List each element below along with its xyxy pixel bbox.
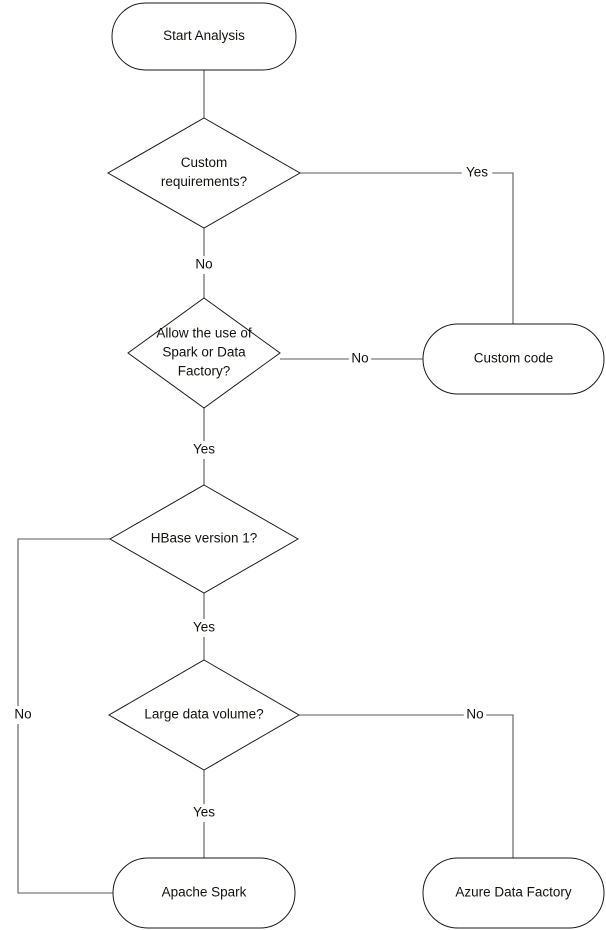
node-apache-spark[interactable]: Apache Spark bbox=[112, 857, 296, 929]
node-label: Custom code bbox=[474, 351, 554, 366]
node-large-data-volume[interactable]: Large data volume? bbox=[108, 659, 300, 771]
node-label: Large data volume? bbox=[144, 707, 263, 722]
edge-label-backdrop bbox=[461, 164, 493, 182]
edge-label-backdrop bbox=[188, 619, 220, 637]
edge-label-text: No bbox=[351, 351, 368, 366]
diamond-shape[interactable] bbox=[106, 117, 302, 229]
node-custom-requirements[interactable]: Custom requirements? bbox=[106, 117, 302, 229]
node-label: Spark or Data bbox=[162, 345, 246, 360]
node-azure-data-factory[interactable]: Azure Data Factory bbox=[422, 857, 605, 929]
node-hbase-version-1[interactable]: HBase version 1? bbox=[108, 484, 300, 594]
edge-line bbox=[299, 714, 514, 858]
node-label: Custom bbox=[181, 155, 228, 170]
edge-label-backdrop bbox=[348, 350, 372, 368]
edge-label-custom-requirements-yes-to-custom-code: Yes bbox=[461, 164, 493, 182]
rounded-rectangle-shape[interactable] bbox=[422, 323, 605, 395]
rounded-rectangle-shape[interactable] bbox=[111, 2, 297, 71]
node-custom-code[interactable]: Custom code bbox=[422, 323, 605, 395]
edge-label-backdrop bbox=[188, 441, 220, 459]
edge-label-allow-spark-no-to-custom-code: No bbox=[348, 350, 372, 368]
node-label: Azure Data Factory bbox=[455, 885, 572, 900]
edge-label-text: No bbox=[14, 707, 31, 722]
edge-custom-requirements-yes-to-custom-code bbox=[300, 172, 514, 324]
edge-label-text: No bbox=[195, 257, 212, 272]
edge-label-hbase-version-no-to-apache-spark: No bbox=[11, 706, 35, 724]
edge-label-text: Yes bbox=[466, 165, 488, 180]
edge-label-text: Yes bbox=[193, 442, 215, 457]
diamond-shape[interactable] bbox=[127, 297, 281, 409]
edge-large-data-volume-no-to-azure-data-factory bbox=[299, 714, 514, 858]
rounded-rectangle-shape[interactable] bbox=[112, 857, 296, 929]
node-label: Start Analysis bbox=[163, 28, 245, 43]
edge-label-large-data-volume-no-to-azure-data-factory: No bbox=[463, 706, 487, 724]
node-label: Allow the use of bbox=[156, 326, 252, 341]
node-label: requirements? bbox=[161, 174, 247, 189]
edge-label-backdrop bbox=[11, 706, 35, 724]
edge-label-hbase-version-yes-to-large-data-volume: Yes bbox=[188, 619, 220, 637]
edge-label-backdrop bbox=[463, 706, 487, 724]
edge-label-text: Yes bbox=[193, 805, 215, 820]
edges-layer bbox=[17, 70, 514, 894]
node-start[interactable]: Start Analysis bbox=[111, 2, 297, 71]
edge-label-allow-spark-yes-to-hbase-version: Yes bbox=[188, 441, 220, 459]
edge-label-large-data-volume-yes-to-apache-spark: Yes bbox=[188, 804, 220, 822]
node-label: Apache Spark bbox=[162, 885, 247, 900]
edge-label-backdrop bbox=[188, 804, 220, 822]
diamond-shape[interactable] bbox=[108, 484, 300, 594]
rounded-rectangle-shape[interactable] bbox=[422, 857, 605, 929]
edge-label-text: Yes bbox=[193, 620, 215, 635]
edge-label-text: No bbox=[466, 707, 483, 722]
edge-line bbox=[300, 172, 514, 324]
diamond-shape[interactable] bbox=[108, 659, 300, 771]
node-label: HBase version 1? bbox=[151, 531, 258, 546]
node-label: Factory? bbox=[178, 364, 231, 379]
edge-label-backdrop bbox=[192, 256, 216, 274]
edge-label-custom-requirements-no-to-allow-spark: No bbox=[192, 256, 216, 274]
